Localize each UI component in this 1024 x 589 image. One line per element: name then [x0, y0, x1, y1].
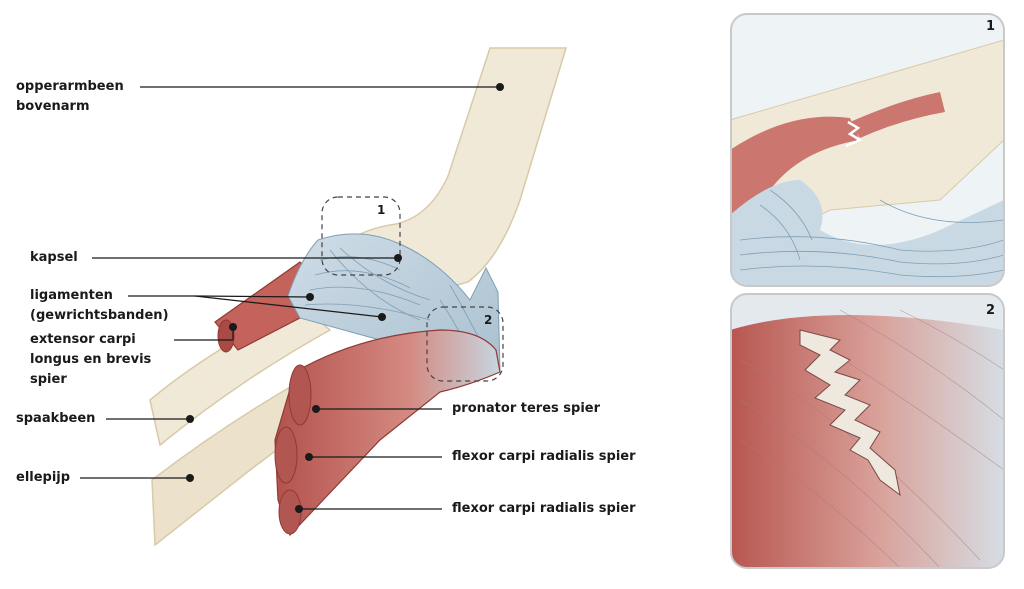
inset-1-panel — [730, 13, 1005, 287]
label-bovenarm: bovenarm — [16, 99, 90, 114]
pronator-muscle-end — [288, 364, 312, 426]
label-extensor-line1: extensor carpi — [30, 332, 136, 347]
zone-1-box — [321, 196, 401, 276]
label-ellepijp: ellepijp — [16, 470, 71, 485]
inset-2-number: 2 — [986, 303, 996, 318]
label-extensor-line3: spier — [30, 372, 67, 387]
zone-2-number: 2 — [484, 313, 493, 327]
label-kapsel: kapsel — [30, 250, 78, 265]
label-ligamenten: ligamenten — [30, 288, 113, 303]
label-flexor-2: flexor carpi radialis spier — [452, 501, 636, 516]
label-opperarmbeen: opperarmbeen — [16, 79, 124, 94]
leader-lines — [80, 86, 500, 510]
label-pronator: pronator teres spier — [452, 401, 601, 416]
leader-dots — [186, 83, 504, 513]
zone-1-number: 1 — [377, 203, 386, 217]
flexor-muscle-end-1 — [274, 426, 298, 484]
radius-shape — [149, 304, 332, 447]
label-gewrichtsbanden: (gewrichtsbanden) — [30, 308, 169, 323]
label-extensor-line2: longus en brevis — [30, 352, 152, 367]
label-spaakbeen: spaakbeen — [16, 411, 96, 426]
inset-2-panel — [730, 293, 1005, 569]
zone-2-box — [426, 306, 504, 382]
inset-1-number: 1 — [986, 19, 996, 34]
label-flexor-1: flexor carpi radialis spier — [452, 449, 636, 464]
flexor-muscle-group — [274, 329, 501, 537]
